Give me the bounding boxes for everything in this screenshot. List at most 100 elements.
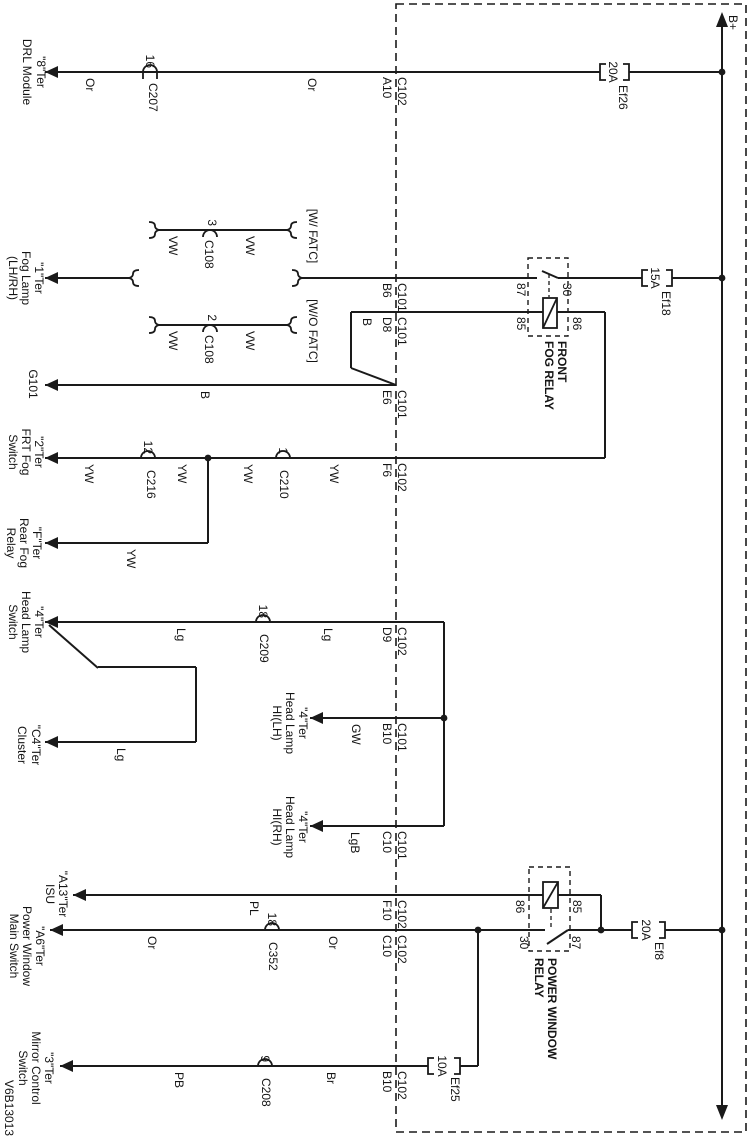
wire-color-pb: PB — [172, 1072, 186, 1088]
conn-c102: C102 — [395, 463, 409, 492]
fuse-ef26-bracket-right — [623, 63, 630, 81]
connector-c216-arc — [140, 450, 156, 459]
wire-color-or: Or — [145, 936, 159, 949]
wire-color-lg: Lg — [114, 748, 128, 761]
fuse-ef8-rating: 20A — [639, 919, 653, 940]
wire-color-yw: YW — [327, 464, 341, 484]
label-drl-module: "8"Ter — [34, 56, 48, 88]
b-plus-label: B+ — [726, 15, 740, 30]
fuse-ef18-bracket-left — [641, 269, 648, 287]
relay-coil-diagonal — [542, 881, 559, 909]
wire-color-lg: Lg — [321, 628, 335, 641]
relay-contact-blade — [541, 270, 559, 279]
conn-c102: C102 — [395, 77, 409, 106]
label-pw-main-switch: Power Window — [20, 906, 34, 986]
relay-contact-blade — [546, 929, 569, 945]
pin-b10: B10 — [380, 723, 394, 745]
relay-terminal-87: 87 — [569, 936, 583, 950]
arrow-drl — [45, 66, 58, 78]
circuit-drl: 20A Ef26 16 C207 Or Or A10 C102 "8"Ter D… — [20, 39, 722, 112]
connector-c210-arc — [275, 450, 291, 459]
arrow-mirror-switch — [60, 1060, 73, 1072]
label-g101: G101 — [26, 369, 40, 399]
circuit-mirror: 10A Ef25 9 C208 PB Br B10 C102 "3"Ter Mi… — [16, 930, 479, 1107]
label-hi-rh: "4"Ter — [296, 811, 310, 843]
fuse-ef18-bracket-right — [666, 269, 673, 287]
connector-c207-name: C207 — [146, 83, 160, 112]
arrow-frt-fog-switch — [45, 452, 58, 464]
fuse-ef25-bracket-left — [427, 1057, 434, 1075]
label-fog-lamp: (LH/RH) — [6, 256, 20, 300]
label-fog-lamp: Fog Lamp — [19, 251, 33, 305]
label-rear-fog-relay: Relay — [4, 528, 18, 559]
brace-branch — [148, 221, 160, 239]
power-window-relay: 86 85 30 87 POWER WINDOW RELAY — [513, 866, 584, 1060]
fuse-ef25-rating: 10A — [435, 1055, 449, 1076]
wire-color-lg: Lg — [174, 628, 188, 641]
brace-merge — [291, 269, 303, 287]
conn-c102: C102 — [395, 1071, 409, 1100]
connector-c108-pin: 3 — [205, 219, 219, 226]
wire-color-vw: VW — [166, 331, 180, 351]
label-mirror-switch: Mirror Control — [29, 1031, 43, 1104]
connector-c216-name: C216 — [144, 470, 158, 499]
pin-a10: A10 — [380, 77, 394, 99]
wire-color-lgb: LgB — [348, 832, 362, 853]
label-frt-fog-switch: Switch — [6, 434, 20, 469]
pin-f6: F6 — [380, 463, 394, 477]
conn-c101: C101 — [395, 831, 409, 860]
relay-terminal-86: 86 — [513, 900, 527, 914]
connector-c209-arc — [255, 614, 271, 623]
label-isu: "A13"Ter — [56, 871, 70, 918]
fuse-ef26-bracket-left — [599, 63, 606, 81]
label-hi-lh: Head Lamp — [283, 692, 297, 754]
label-hi-lh: HI(LH) — [270, 705, 284, 740]
label-cluster: Cluster — [15, 726, 29, 764]
wire-color-vw: VW — [166, 236, 180, 256]
label-mirror-switch: "3"Ter — [42, 1052, 56, 1084]
connector-c208-name: C208 — [259, 1078, 273, 1107]
fuse-ef25-name: Ef25 — [448, 1077, 462, 1102]
connector-c209-name: C209 — [257, 634, 271, 663]
connector-c108-arc — [202, 324, 218, 333]
circuit-ground: B B D8 C101 E6 C101 G101 — [26, 311, 606, 458]
pin-b10: B10 — [380, 1071, 394, 1093]
wire-color-pl: PL — [247, 901, 261, 916]
label-pw-main-switch: Main Switch — [7, 914, 21, 979]
connector-c210-name: C210 — [277, 470, 291, 499]
wire-color-vw: VW — [243, 236, 257, 256]
relay-terminal-85: 85 — [570, 900, 584, 914]
front-fog-relay: 87 30 85 86 FRONT FOG RELAY — [514, 257, 584, 410]
relay-box — [527, 257, 569, 337]
label-pw-main-switch: "A6"Ter — [33, 926, 47, 966]
wire-color-br: Br — [324, 1072, 338, 1084]
label-frt-fog-switch: FRT Fog — [19, 429, 33, 476]
relay-name-power-window: RELAY — [532, 958, 546, 998]
connector-c208-arc — [257, 1058, 273, 1067]
fuse-ef26-name: Ef26 — [616, 85, 630, 110]
conn-c101: C101 — [395, 317, 409, 346]
connector-c207-arc — [142, 64, 158, 79]
arrow-fog-lamp — [45, 272, 58, 284]
bus-arrow-down — [716, 1105, 728, 1120]
wire-color-yw: YW — [82, 464, 96, 484]
connector-c210-pin: 1 — [276, 447, 290, 454]
fuse-ef8-name: Ef8 — [652, 942, 666, 960]
label-hi-rh: Head Lamp — [283, 796, 297, 858]
arrow-hi-rh — [310, 820, 323, 832]
connector-c108-pin: 2 — [205, 314, 219, 321]
relay-coil — [542, 881, 559, 909]
brace-branch — [148, 316, 160, 334]
fuse-ef26-rating: 20A — [606, 61, 620, 82]
wire-d8-diagonal — [350, 367, 397, 386]
relay-terminal-85: 85 — [514, 317, 528, 331]
relay-terminal-30: 30 — [517, 936, 531, 950]
label-isu: ISU — [43, 884, 57, 904]
label-headlamp-switch: Switch — [6, 604, 20, 639]
label-cluster: "C4"Ter — [29, 725, 43, 766]
diagram-id: V6B13013 — [2, 1080, 16, 1136]
circuit-frt-fog: 12 C216 1 C210 YW YW YW YW F6 C102 "2"Te… — [4, 429, 605, 569]
fuse-ef18-name: Ef18 — [659, 291, 673, 316]
label-mirror-switch: Switch — [16, 1050, 30, 1085]
